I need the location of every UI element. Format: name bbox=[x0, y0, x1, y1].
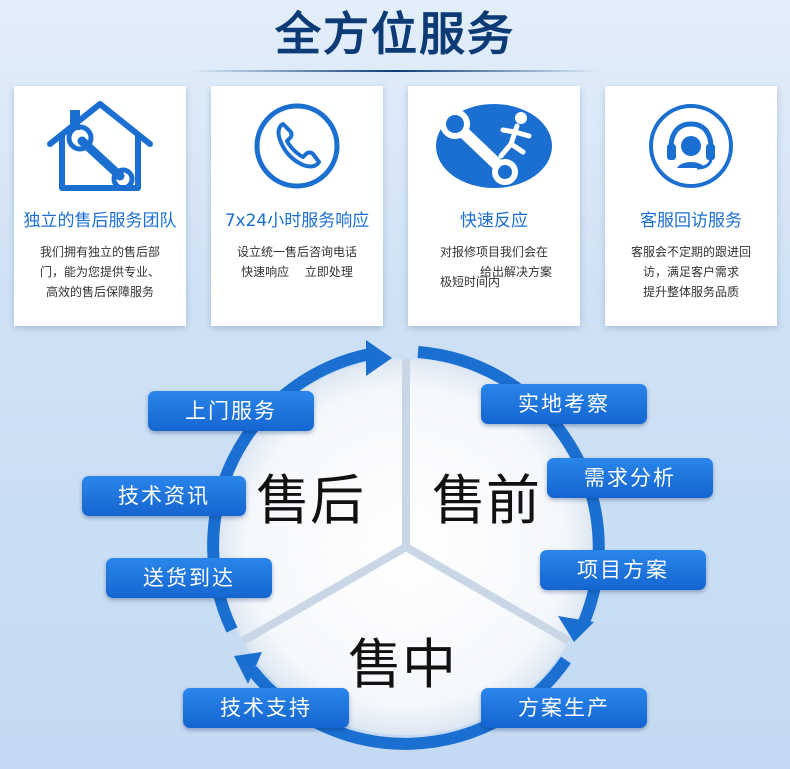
pill-delivery[interactable]: 送货到达 bbox=[106, 558, 272, 598]
card-description: 设立统一售后咨询电话 快速响应 立即处理 bbox=[236, 245, 357, 279]
card-quick-response: 快速反应 对报修项目我们会在 给出解决方案 极短时间内 bbox=[408, 86, 580, 326]
phone-icon bbox=[211, 96, 383, 196]
page-title: 全方位服务 bbox=[275, 7, 515, 61]
card-title: 客服回访服务 bbox=[640, 211, 742, 231]
service-cycle-diagram: 售后 售前 售中 上门服务 技术资讯 送货到达 技术支持 实地考察 需求分析 项… bbox=[0, 330, 790, 769]
headset-icon bbox=[605, 96, 777, 196]
pill-site-survey[interactable]: 实地考察 bbox=[481, 384, 647, 424]
label-in-sales: 售中 bbox=[348, 633, 456, 696]
card-description: 我们拥有独立的售后部 门，能为您提供专业、 高效的售后保障服务 bbox=[39, 245, 160, 299]
pill-project-plan[interactable]: 项目方案 bbox=[540, 550, 706, 590]
running-wrench-icon bbox=[408, 96, 580, 196]
card-title: 7x24小时服务响应 bbox=[224, 211, 370, 231]
pill-tech-consult[interactable]: 技术资讯 bbox=[82, 476, 246, 516]
card-customer-followup: 客服回访服务 客服会不定期的跟进回 访，满足客户需求 提升整体服务品质 bbox=[605, 86, 777, 326]
card-24h-response: 7x24小时服务响应 设立统一售后咨询电话 快速响应 立即处理 bbox=[211, 86, 383, 326]
pill-plan-production[interactable]: 方案生产 bbox=[481, 688, 647, 728]
pill-needs-analysis[interactable]: 需求分析 bbox=[547, 458, 713, 498]
card-after-sales-team: 独立的售后服务团队 我们拥有独立的售后部 门，能为您提供专业、 高效的售后保障服… bbox=[14, 86, 186, 326]
card-title: 快速反应 bbox=[460, 211, 528, 231]
card-description: 客服会不定期的跟进回 访，满足客户需求 提升整体服务品质 bbox=[630, 245, 751, 299]
house-wrench-icon bbox=[14, 96, 186, 196]
card-description: 对报修项目我们会在 给出解决方案 极短时间内 bbox=[439, 245, 552, 289]
title-divider bbox=[190, 70, 600, 72]
pill-onsite-service[interactable]: 上门服务 bbox=[148, 391, 314, 431]
card-title: 独立的售后服务团队 bbox=[23, 211, 177, 231]
label-pre-sales: 售前 bbox=[432, 469, 540, 532]
label-after-sales: 售后 bbox=[256, 469, 364, 532]
pill-tech-support[interactable]: 技术支持 bbox=[183, 688, 349, 728]
